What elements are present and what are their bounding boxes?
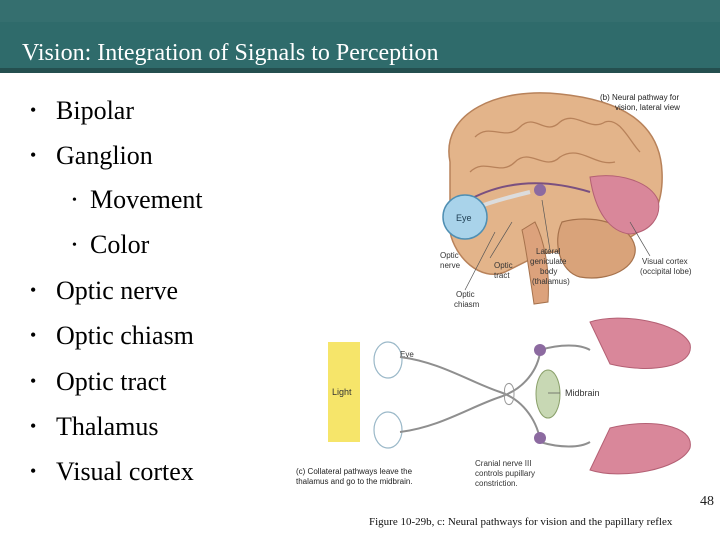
bullet-item: • Optic nerve <box>30 275 178 306</box>
bullet-item: • Color <box>72 230 149 261</box>
bullet-label: Color <box>90 230 150 259</box>
panel-c-label-2: thalamus and go to the midbrain. <box>296 477 413 486</box>
lgb-label-1: Lateral <box>536 247 561 256</box>
bullet-item: • Movement <box>72 185 203 216</box>
panel-c-label-1: (c) Collateral pathways leave the <box>296 467 413 476</box>
bullet-dot: • <box>72 238 77 253</box>
bullet-item: • Bipolar <box>30 95 134 126</box>
bullet-dot: • <box>30 461 37 481</box>
thalamus-node-top <box>534 344 546 356</box>
cn3-loop <box>504 383 515 405</box>
eye-bottom-lower <box>373 411 403 449</box>
light-label: Light <box>332 387 352 397</box>
bullet-item: • Ganglion <box>30 140 153 171</box>
panel-b-title-2: vision, lateral view <box>615 103 680 112</box>
page-number: 48 <box>700 494 714 509</box>
optic-paths-c <box>399 349 541 443</box>
panel-b-title-1: (b) Neural pathway for <box>600 93 679 102</box>
optic-radiation <box>464 182 591 203</box>
bullet-label: Optic tract <box>56 367 167 396</box>
cn3-label-1: Cranial nerve III <box>475 459 531 468</box>
figure-caption: Figure 10-29b, c: Neural pathways for vi… <box>369 516 673 528</box>
lgb-node <box>534 184 546 196</box>
bullet-dot: • <box>30 280 37 300</box>
visual-cortex-region <box>589 175 660 235</box>
eye-top-label: Eye <box>456 213 472 223</box>
optic-nerve-label-2: nerve <box>440 261 461 270</box>
optic-tract-label-1: Optic <box>494 261 513 270</box>
bullet-item: • Thalamus <box>30 411 159 442</box>
visual-cortex-c-top <box>589 317 691 369</box>
eye-bottom-upper <box>373 341 403 379</box>
title-bar: Vision: Integration of Signals to Percep… <box>0 0 720 73</box>
bullet-dot: • <box>30 325 37 345</box>
title-bar-shade <box>0 0 720 22</box>
visual-cortex-label-2: (occipital lobe) <box>640 267 692 276</box>
bullet-label: Thalamus <box>56 412 159 441</box>
midbrain-node <box>535 369 561 419</box>
cerebrum-gyri <box>469 117 641 173</box>
slide-title: Vision: Integration of Signals to Percep… <box>22 40 439 66</box>
midbrain-label: Midbrain <box>565 388 600 398</box>
bullet-item: • Optic tract <box>30 366 166 397</box>
lgb-label-2: geniculate <box>530 257 567 266</box>
optic-chiasm-label-2: chiasm <box>454 300 480 309</box>
bullet-dot: • <box>72 193 77 208</box>
brain-lateral-view: Eye <box>442 92 663 305</box>
bullet-dot: • <box>30 371 37 391</box>
eye-top <box>442 194 488 240</box>
light-box <box>328 342 360 442</box>
bullet-label: Optic chiasm <box>56 321 194 350</box>
brainstem <box>521 221 549 305</box>
bullet-label: Movement <box>90 185 203 214</box>
cn3-label-3: constriction. <box>475 479 518 488</box>
bullet-label: Optic nerve <box>56 276 179 305</box>
bullet-dot: • <box>30 100 37 120</box>
brain-dorsal-view: Light Eye Midbrain Cranial nerve III con… <box>296 317 691 488</box>
bullet-dot: • <box>30 416 37 436</box>
bullet-item: • Optic chiasm <box>30 320 194 351</box>
leader-lines-b <box>464 199 651 291</box>
cn3-label-2: controls pupillary <box>475 469 535 478</box>
thalamus-node-bottom <box>534 432 546 444</box>
optic-nerve-label-1: Optic <box>440 251 459 260</box>
bullet-label: Ganglion <box>56 141 153 170</box>
eye-bottom-label: Eye <box>400 350 414 359</box>
bullet-dot: • <box>30 145 37 165</box>
optic-chiasm-label-1: Optic <box>456 290 475 299</box>
lgb-label-4: (thalamus) <box>532 277 570 286</box>
neural-pathway-figure: Eye (b) Neural pathway for vision, later… <box>296 92 692 488</box>
visual-cortex-c-bottom <box>589 423 691 475</box>
bullet-item: • Visual cortex <box>30 456 194 487</box>
panel-b-labels: (b) Neural pathway for vision, lateral v… <box>440 93 692 309</box>
bullet-label: Visual cortex <box>56 457 194 486</box>
optic-tract-label-2: tract <box>494 271 510 280</box>
title-underline <box>0 68 720 73</box>
visual-cortex-label-1: Visual cortex <box>642 257 688 266</box>
bullet-label: Bipolar <box>56 96 134 125</box>
lgb-label-3: body <box>540 267 557 276</box>
cerebellum <box>557 218 636 279</box>
